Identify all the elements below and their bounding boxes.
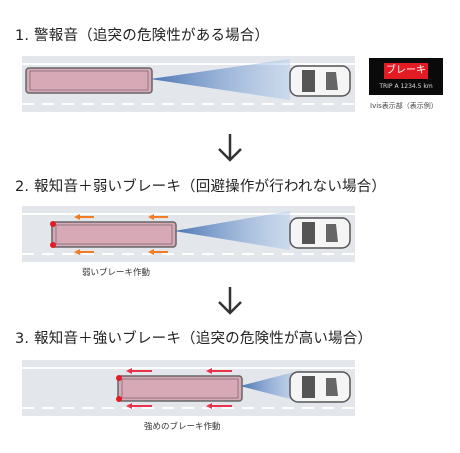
car-icon <box>289 371 351 403</box>
road-scene-1 <box>22 56 355 112</box>
road-scene-2 <box>22 206 355 262</box>
display-caption: Ivis表示部（表示例） <box>370 102 438 110</box>
brake-arrow-icon <box>126 368 232 409</box>
sensor-beam-icon <box>150 59 290 100</box>
brake-arrow-icon <box>74 214 168 255</box>
arrow-down-icon <box>218 134 242 162</box>
sensor-beam-icon <box>174 211 290 250</box>
ivis-display: ブレーキ TRIP A 1234.5 km <box>369 58 443 95</box>
brake-warning-label: ブレーキ <box>384 63 428 79</box>
section-3-title: 3. 報知音＋強いブレーキ（追突の危険性が高い場合） <box>15 331 373 347</box>
car-icon <box>289 217 351 249</box>
road-scene-3 <box>22 360 355 416</box>
arrow-down-icon <box>218 287 242 315</box>
section-1-title: 1. 警報音（追突の危険性がある場合） <box>15 28 270 44</box>
sensor-beam-icon <box>240 370 302 402</box>
trip-readout: TRIP A 1234.5 km <box>379 83 433 90</box>
section-2-title: 2. 報知音＋弱いブレーキ（回避操作が行われない場合） <box>15 179 387 195</box>
weak-brake-caption: 弱いブレーキ作動 <box>82 268 151 278</box>
bus-icon <box>25 67 153 94</box>
car-icon <box>289 65 351 97</box>
strong-brake-caption: 強めのブレーキ作動 <box>144 422 221 432</box>
bus-icon <box>50 221 177 248</box>
bus-icon <box>116 375 243 402</box>
